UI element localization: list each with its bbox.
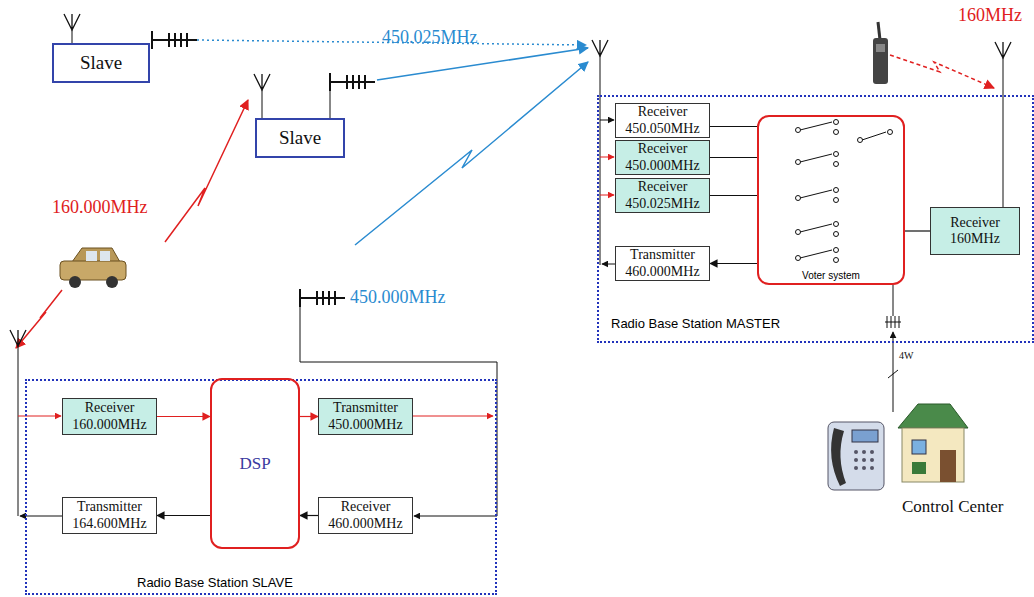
signal-connector [157,515,210,516]
feed-line [72,30,73,43]
antenna [254,74,270,90]
unit-label: Transmitter 460.000MHz [620,247,705,279]
unit-label: Receiver 450.000MHz [620,141,705,173]
radio-unit-box: Receiver 450.000MHz [615,140,710,175]
site-label: Control Center [902,498,1004,517]
unit-label: Voter system [802,270,860,281]
voter-box: Voter system [757,115,905,285]
station-label: Radio Base Station SLAVE [135,575,295,590]
signal-connector [710,126,757,127]
radio-unit-box: Transmitter 450.000MHz [318,398,413,435]
radio-link [16,290,62,348]
car-icon [60,248,126,288]
signal-connector [710,263,757,264]
unit-label: Slave [80,52,122,74]
signal-connector [905,230,930,231]
house-icon [898,404,968,482]
radio-link [377,48,588,80]
radio-unit-box: Transmitter 164.600MHz [62,497,157,534]
feed-line [413,416,493,417]
radio-link [355,62,588,245]
unit-label: Receiver 160.000MHz [67,400,152,432]
frequency-label: 160.000MHz [52,198,148,218]
signal-connector [300,416,318,417]
feed-line [600,195,614,196]
frequency-label: 450.000MHz [350,288,446,308]
yagi-antenna [330,73,375,91]
unit-label: Transmitter 450.000MHz [323,400,408,432]
radio-unit-box: Receiver 160MHz [930,207,1020,255]
telephone-icon [828,422,884,490]
signal-connector [710,195,757,196]
slave-box: Slave [52,43,150,83]
feed-line [414,516,497,517]
frequency-label: 450.025MHz [382,28,478,48]
feed-line [18,346,19,516]
unit-label: Transmitter 164.600MHz [67,499,152,531]
feed-line [262,90,263,118]
unit-label: Receiver 160MHz [935,215,1015,247]
feed-line [330,91,331,118]
dsp-box: DSP [210,378,300,549]
feed-line [600,157,614,158]
feed-line [1003,58,1004,207]
yagi-antenna [152,31,197,49]
signal-connector [300,515,318,516]
radio-link [165,100,248,242]
line-interface-symbol [885,316,901,328]
feed-line [600,56,601,265]
signal-connector [157,416,210,417]
radio-link [890,55,994,88]
station-label: Radio Base Station MASTER [609,316,782,331]
unit-label: Slave [279,127,321,149]
station-region: Radio Base Station MASTER Receiver 450.05… [597,95,1034,343]
antenna [995,42,1011,58]
feed-line [600,120,614,121]
feed-line [300,307,497,516]
antenna [592,40,608,56]
antenna [64,14,80,30]
unit-label: Receiver 450.050MHz [620,104,705,136]
wire-count-label: 4W [899,350,913,361]
radio-unit-box: Receiver 450.025MHz [615,178,710,213]
unit-label: Receiver 460.000MHz [323,499,408,531]
radio-unit-box: Receiver 460.000MHz [318,497,413,534]
switch-symbols [796,120,893,263]
radio-unit-box: Transmitter 460.000MHz [615,246,710,281]
control-line [893,332,894,412]
unit-label: DSP [239,454,270,474]
frequency-label: 160MHz [958,6,1022,26]
yagi-antenna [300,289,345,307]
signal-connector [710,157,757,158]
slave-box: Slave [255,118,345,158]
feed-line [602,264,615,265]
wire-count-slash [888,370,898,378]
control-line [893,285,894,316]
handheld-radio-icon [873,22,888,84]
station-region: Radio Base Station SLAVE Receiver 160.000… [25,379,497,595]
unit-label: Receiver 450.025MHz [620,179,705,211]
radio-unit-box: Receiver 160.000MHz [62,398,157,435]
radio-unit-box: Receiver 450.050MHz [615,103,710,138]
antenna [10,330,26,346]
